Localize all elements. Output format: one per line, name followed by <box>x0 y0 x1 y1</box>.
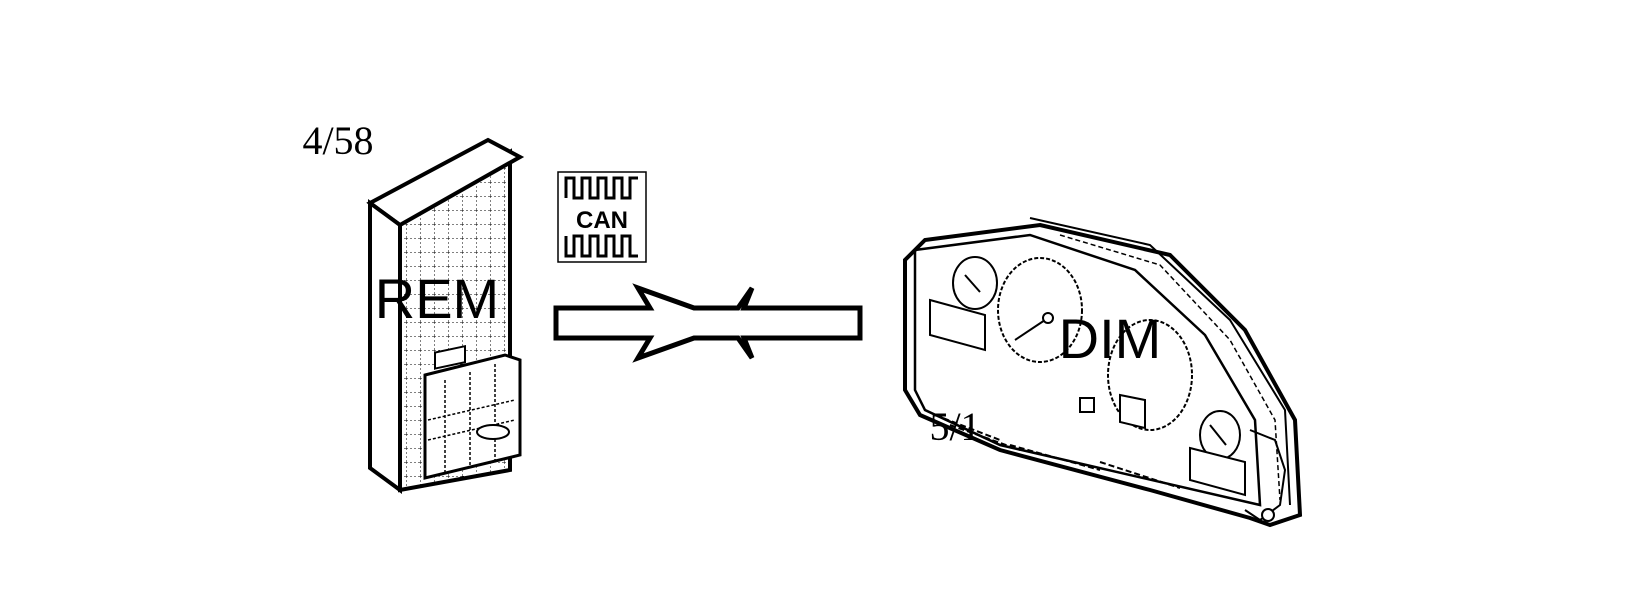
dim-right-display <box>1189 446 1246 497</box>
rem-connector-socket-2 <box>434 344 466 370</box>
dim-speedometer-needle <box>1014 317 1049 341</box>
can-label: CAN <box>576 207 628 234</box>
dim-warning-light <box>1079 397 1095 413</box>
dim-left-display <box>929 298 986 352</box>
dim-right-gauge-needle <box>1209 424 1227 446</box>
dim-center-display <box>1119 393 1146 430</box>
dim-mounting-screw <box>1261 508 1275 522</box>
dim-bezel <box>913 233 1262 507</box>
rem-code: 4/58 <box>302 118 373 163</box>
dim-lower-edge <box>934 414 1181 489</box>
dim-mounting-bracket <box>1244 429 1287 522</box>
dim-speedometer-hub <box>1042 312 1054 324</box>
rem-module-front <box>368 199 402 494</box>
dim-speedometer <box>997 257 1083 363</box>
dim-code: 5/1 <box>929 404 980 449</box>
rem-connector-pins <box>427 364 516 475</box>
can-bus-symbol: CAN <box>557 171 647 263</box>
rem-label: REM <box>375 267 499 330</box>
rem-connector-socket <box>476 424 510 440</box>
can-signal-high-icon <box>564 176 638 200</box>
can-signal-low-icon <box>564 234 638 258</box>
rem-connector-block <box>423 353 522 480</box>
dim-left-gauge-needle <box>964 274 981 293</box>
rem-module: REM <box>366 137 525 494</box>
dim-module: DIM <box>903 217 1303 528</box>
dim-housing-back <box>1029 217 1291 506</box>
dim-label: DIM <box>1059 307 1162 370</box>
dim-left-gauge <box>952 256 998 310</box>
can-bus-connection <box>553 283 863 363</box>
